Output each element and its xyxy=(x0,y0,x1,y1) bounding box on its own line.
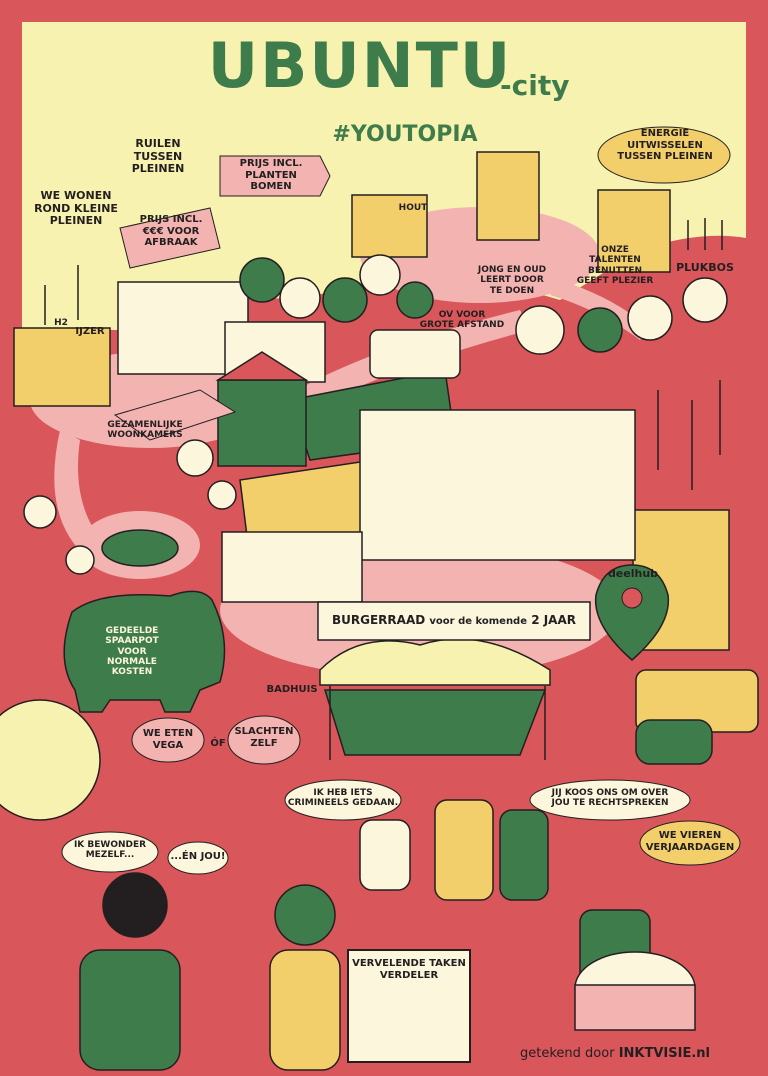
label-taken: VERVELENDE TAKEN VERDELER xyxy=(352,958,466,981)
label-badhuis: BADHUIS xyxy=(266,684,318,695)
label-prijs-planten: PRIJS INCL. PLANTEN BOMEN xyxy=(239,158,303,192)
speech-crimineels: IK HEB IETS CRIMINEELS GEDAAN. xyxy=(287,788,399,809)
label-hout: HOUT xyxy=(398,203,428,213)
deelhub-pin xyxy=(594,564,670,661)
living-room xyxy=(113,389,237,441)
trees xyxy=(0,254,728,821)
label-ijzer: IJZER xyxy=(75,326,105,337)
council-banner-text: BURGERRAAD voor de komende 2 JAAR xyxy=(322,613,586,627)
label-h2: H2 xyxy=(54,318,68,328)
label-talenten: ONZE TALENTEN BENUTTEN GEEFT PLEZIER xyxy=(576,245,654,287)
council-suffix: 2 JAAR xyxy=(531,613,576,627)
buildings xyxy=(13,151,730,651)
credit-brand: INKTVISIE.nl xyxy=(618,1046,710,1061)
hashtag: #youtopia xyxy=(332,122,478,147)
task-board xyxy=(347,949,471,1063)
credit-prefix: getekend door xyxy=(520,1046,615,1061)
label-we-wonen: WE WONEN ROND KLEINE PLEINEN xyxy=(34,189,118,228)
council-prefix: BURGERRAAD xyxy=(332,613,426,627)
label-slachten: SLACHTEN ZELF xyxy=(234,726,294,749)
speech-rechtspreken: JIJ KOOS ONS OM OVER JOU TE RECHTSPREKEN xyxy=(551,788,669,809)
people xyxy=(79,799,696,1071)
label-vega: WE ETEN VEGA xyxy=(142,728,194,751)
pond xyxy=(101,529,179,567)
label-energie: ENERGIE UITWISSELEN TUSSEN PLEINEN xyxy=(617,128,713,162)
label-prijs-afbraak: PRIJS INCL. €€€ VOOR AFBRAAK xyxy=(139,214,203,248)
label-ruilen: RUILEN TUSSEN PLEINEN xyxy=(131,137,185,176)
credit: getekend door INKTVISIE.nl xyxy=(520,1046,710,1061)
green-car xyxy=(635,719,713,765)
council-mid: voor de komende xyxy=(429,616,527,627)
label-woonkamers: GEZAMENLIJKE WOONKAMERS xyxy=(107,420,183,441)
speech-bewonder: IK BEWONDER MEZELF... xyxy=(73,840,147,861)
label-spaarpot: GEDEELDE SPAARPOT VOOR NORMALE KOSTEN xyxy=(105,626,159,678)
label-of: ÓF xyxy=(210,738,226,749)
speech-bubbles xyxy=(61,126,741,875)
label-vieren: WE VIEREN VERJAARDAGEN xyxy=(645,830,735,853)
poster-title-suffix: -city xyxy=(500,69,570,102)
label-ov: OV VOOR GROTE AFSTAND xyxy=(419,310,505,331)
windmills xyxy=(44,218,723,490)
label-deelhub: deelhub xyxy=(607,567,659,580)
speech-en-jou: ...ÉN JOU! xyxy=(170,851,226,862)
bathhouse xyxy=(319,638,551,760)
bus xyxy=(369,329,461,379)
piggy-bank xyxy=(63,590,226,713)
poster-title: UBUNTU xyxy=(207,29,513,102)
council-banner xyxy=(317,601,591,641)
label-plukbos: PLUKBOS xyxy=(676,261,734,274)
label-jong-oud: JONG EN OUD LEERT DOOR TE DOEN xyxy=(477,265,547,296)
